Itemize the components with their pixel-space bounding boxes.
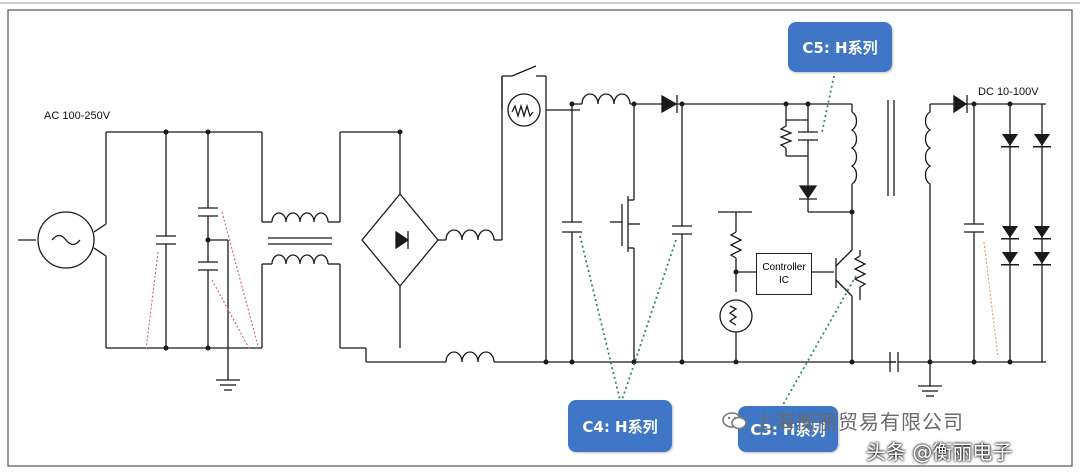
- controller-label: Controller: [762, 262, 806, 273]
- hint-lines: [145, 211, 999, 359]
- wechat-icon: [722, 411, 747, 429]
- snubber-network: [779, 104, 852, 213]
- led-diodes: [1001, 134, 1051, 266]
- capacitor-c1: [562, 104, 582, 362]
- diagram-border: [7, 9, 1073, 467]
- callout-c4: C4: H系列: [568, 400, 672, 452]
- startup-resistor: [718, 211, 756, 362]
- y-capacitor-c3: [889, 352, 1046, 397]
- output-capacitor: [964, 104, 984, 362]
- common-mode-choke: [261, 132, 341, 348]
- y-capacitors: [198, 132, 240, 391]
- pfc-mosfet: [610, 104, 640, 362]
- controller-ic-box: Controller IC: [756, 253, 812, 295]
- capacitor-c4: [672, 104, 692, 362]
- x-capacitor: [156, 132, 176, 348]
- bridge-rectifier: [361, 132, 446, 362]
- output-diode: [953, 94, 968, 114]
- pfc-diode: [661, 94, 678, 114]
- controller-ic-label: IC: [779, 275, 789, 286]
- inrush-relay-thermistor: [501, 65, 547, 362]
- dc-output-label: DC 10-100V: [978, 86, 1039, 98]
- callout-c3: C3: H系列: [738, 406, 838, 452]
- callout-c5: C5: H系列: [788, 22, 892, 72]
- company-watermark-text: 上海衡丽贸易有限公司: [754, 410, 964, 434]
- company-watermark: 上海衡丽贸易有限公司: [722, 406, 964, 435]
- led-strings: [1009, 104, 1043, 362]
- pfc-inductor-top: [445, 76, 503, 241]
- callout-leaders: [579, 75, 857, 411]
- toutiao-watermark: 头条 @衡丽电子: [866, 440, 1013, 464]
- flyback-transformer: [850, 100, 932, 196]
- return-inductor: [366, 351, 546, 363]
- switch-transistor: [835, 196, 867, 362]
- ac-source-symbol: [18, 132, 107, 348]
- ac-input-label: AC 100-250V: [44, 110, 111, 122]
- pfc-boost-inductor: [581, 93, 662, 105]
- junction-dots: [163, 101, 1013, 365]
